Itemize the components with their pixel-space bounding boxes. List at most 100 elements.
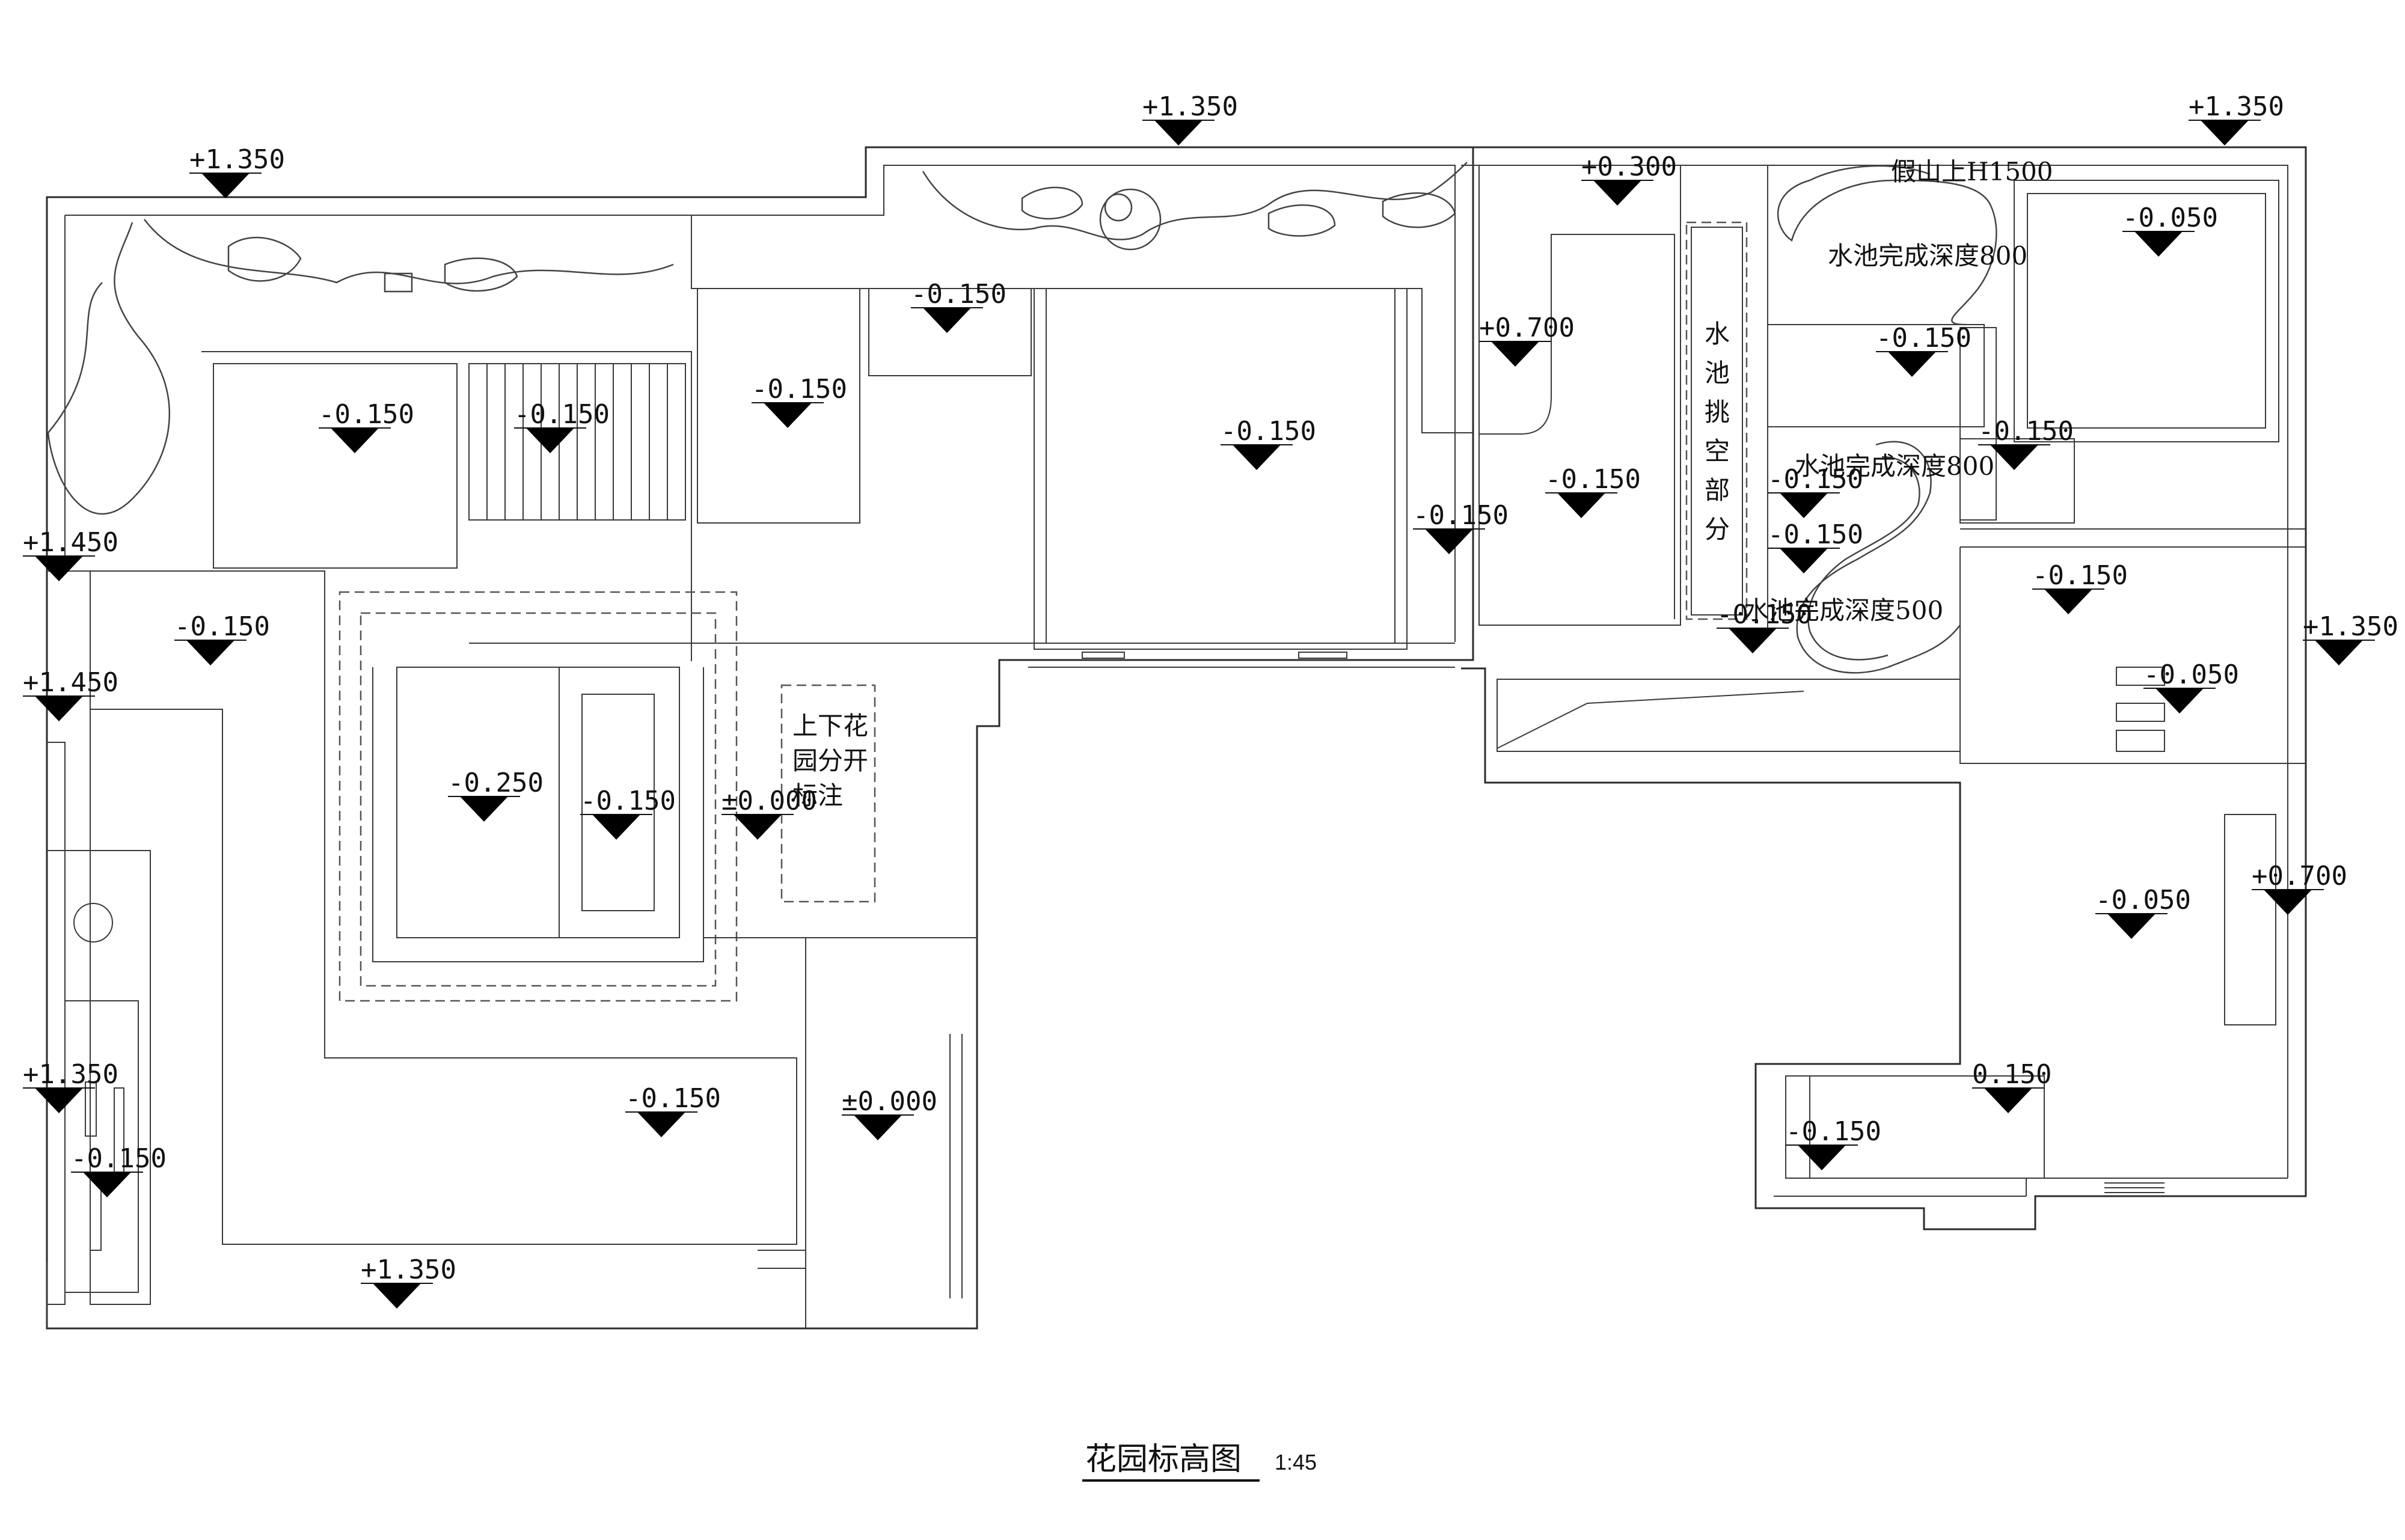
right-mid-slot [1959,327,1997,521]
split-note-line: 园分开 [792,746,868,775]
level-triangle-icon [1557,493,1605,518]
level-marker: +1.350 [2303,611,2398,665]
level-value: -0.050 [2143,659,2239,690]
right-inner-line [1461,165,2288,1178]
pool-overhang-frame [1691,227,1743,616]
level-triangle-icon [2155,688,2204,713]
level-value: -0.150 [319,399,414,430]
level-marker: -0.150 [580,786,676,840]
sunken-court [396,667,680,938]
level-triangle-icon [2201,120,2249,145]
level-value: -0.150 [625,1083,721,1114]
level-marker: -0.150 [2032,560,2128,614]
level-triangle-icon [35,556,83,581]
tree-canopy [1099,188,1162,251]
overhang-char: 分 [1705,515,1730,544]
drawing-scale: 1:45 [1275,1450,1317,1474]
level-marker: +0.700 [2252,861,2347,915]
left-room-b [90,570,797,1245]
level-triangle-icon [2315,640,2363,665]
level-triangle-icon [460,796,508,822]
rock-d [1267,204,1336,237]
level-value: 0.150 [1972,1059,2051,1090]
rock-c [1021,186,1083,220]
level-marker: +1.450 [23,527,118,581]
level-marker: -0.150 [174,611,270,665]
small-room-top [868,288,1032,376]
rock-a [227,237,302,282]
top-strip-edge [691,215,1473,433]
terrace-slope [1497,691,1804,749]
level-value: -0.150 [580,786,676,816]
level-marker: -0.150 [514,399,610,453]
level-value: +1.350 [23,1059,118,1090]
level-triangle-icon [35,1088,83,1113]
bottom-right-bench [1809,1076,1828,1179]
level-marker: 0.150 [1972,1059,2051,1113]
rockery-chain [1796,441,1961,674]
split-note-line: 上下花 [792,711,868,741]
level-value: -0.050 [2095,885,2191,915]
level-marker: -0.150 [1768,519,1863,573]
left-room-outline [46,570,90,1328]
right-block-outline [1461,146,2307,1230]
level-marker: -0.150 [319,399,414,453]
left-lower-room [65,1000,139,1293]
level-value: -0.150 [1717,599,1812,630]
right-step-a [2116,667,2165,686]
level-value: -0.150 [1221,416,1316,447]
right-south-wall [1774,1178,2288,1197]
bottom-right-grate [2104,1178,2164,1193]
rockery-note: 假山上H1500 [1891,157,2053,186]
level-triangle-icon [1780,548,1828,573]
right-pool-basin [1767,165,1960,637]
left-block-outline [46,146,1474,1330]
rock-e [1382,192,1456,228]
level-value: -0.150 [514,399,610,430]
drawing-title-block: 花园标高图 1:45 [1082,1441,1317,1482]
shrub-mass-top [922,162,1468,240]
level-value: +0.300 [1581,151,1677,182]
overhang-char: 水 [1705,319,1730,349]
level-value: +1.350 [2303,611,2398,642]
level-value: -0.150 [752,374,847,405]
level-triangle-icon [2134,231,2183,257]
level-value: -0.150 [1768,464,1863,495]
level-value: -0.150 [1545,464,1641,495]
sunken-dashed-inner [360,612,717,987]
pool-depth-note-a: 水池完成深度800 [1828,241,2027,270]
drawing-title: 花园标高图 [1085,1441,1242,1477]
level-marker: ±0.000 [842,1086,937,1140]
level-value: -0.150 [1413,500,1509,531]
bottom-right-pad [1785,1075,2045,1179]
level-value: -0.050 [2122,203,2218,233]
level-triangle-icon [1888,352,1936,377]
central-room-main [1034,288,1408,650]
level-marker: ±0.000 [721,786,817,840]
door-leaf-b [1298,652,1347,659]
level-triangle-icon [1491,341,1539,367]
right-corridor [1959,528,2306,764]
level-marker: -0.150 [1978,416,2074,470]
level-triangle-icon [923,308,971,333]
central-room-inner [1046,288,1396,644]
planting [47,162,1997,674]
level-triangle-icon [1154,120,1202,145]
level-triangle-icon [734,814,782,840]
level-triangle-icon [1233,445,1281,470]
level-triangle-icon [2044,589,2092,614]
level-marker: +1.350 [2189,91,2284,145]
level-value: +1.350 [189,144,285,175]
level-triangle-icon [764,403,812,428]
level-triangle-icon [1984,1088,2032,1113]
top-right-pool-inner [2027,193,2266,429]
level-marker: -0.150 [1876,323,1971,377]
level-marker: -0.050 [2095,885,2191,939]
pool-depth-note-b: 水池完成深度800 [1795,451,1994,481]
level-marker: +1.350 [189,144,285,198]
level-marker: -0.150 [625,1083,721,1137]
level-triangle-icon [1798,1145,1846,1170]
level-value: +1.450 [23,667,118,698]
